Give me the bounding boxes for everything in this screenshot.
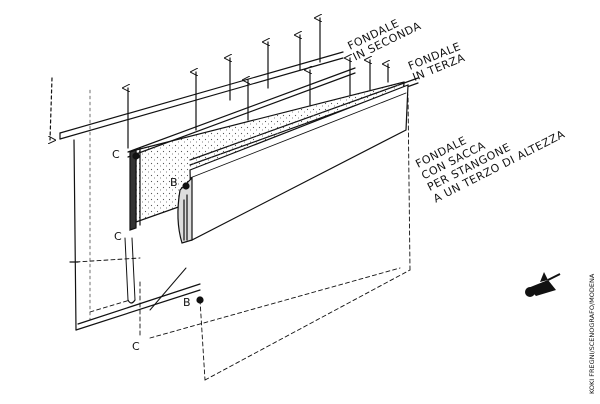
left-frame [50, 77, 201, 331]
marker-b-top: B [170, 176, 178, 189]
batten-seconda [59, 51, 344, 140]
label-fondale-terza: FONDALE IN TERZA [406, 40, 467, 84]
projection-lines [75, 94, 411, 381]
drop-sacca [177, 84, 409, 244]
credit-text: KOKI FREGNI/SCENOGRAFO/MODENA [588, 273, 596, 394]
marker-b-bottom: B [183, 296, 191, 309]
marker-c-top: C [112, 148, 120, 161]
marker-c-mid: C [114, 230, 122, 243]
scenographer-logo [525, 272, 561, 297]
lift-lines [128, 18, 388, 149]
label-fondale-sacca: FONDALE CON SACCA PER STANGONE A UN TERZ… [413, 128, 567, 206]
label-fondale-seconda: FONDALE IN SECONDA [346, 17, 424, 64]
marker-c-bottom: C [132, 340, 140, 353]
